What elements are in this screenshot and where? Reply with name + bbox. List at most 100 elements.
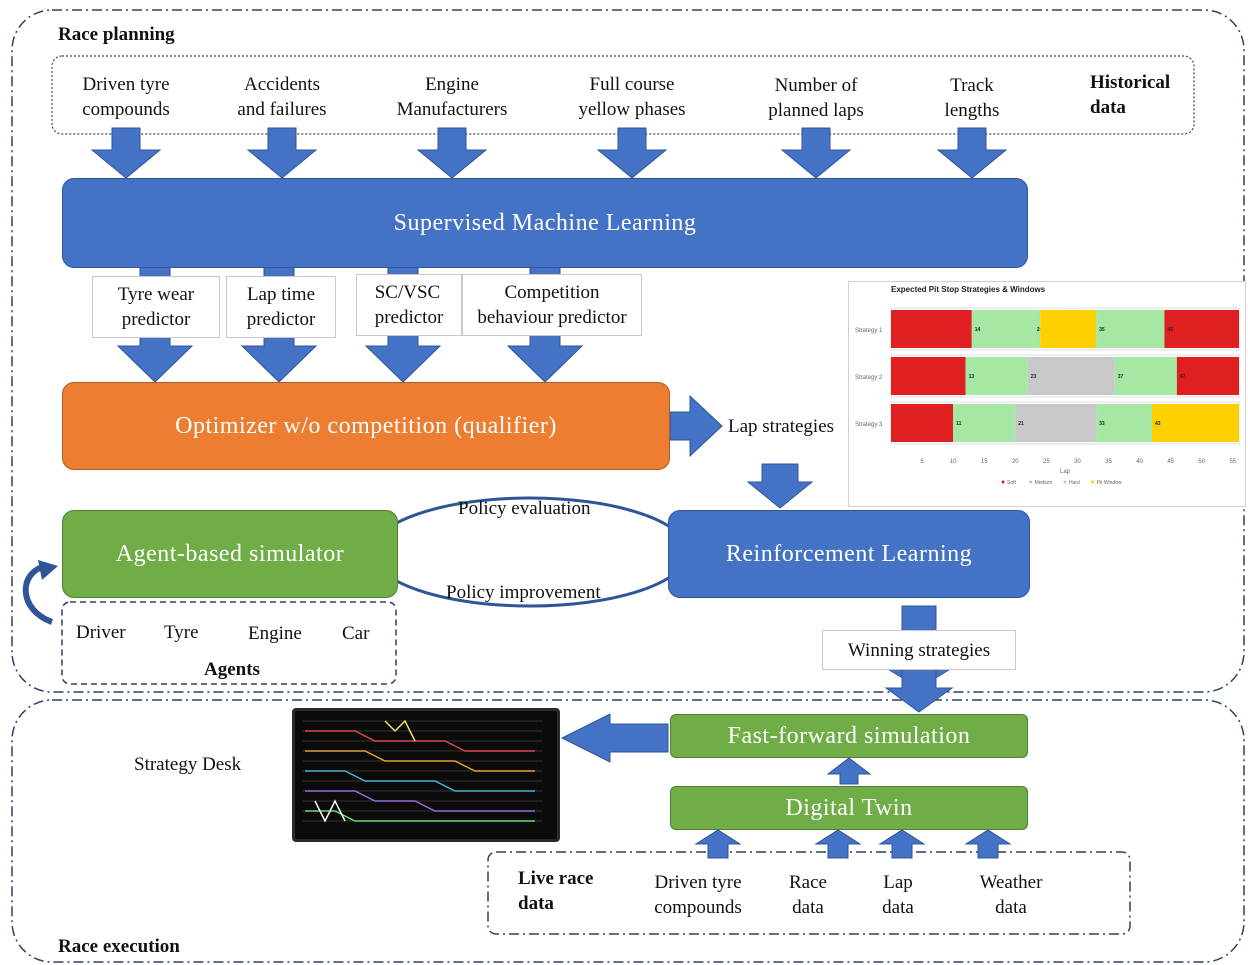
chart-title: Expected Pit Stop Strategies & Windows — [891, 285, 1046, 294]
fast-forward-simulation-box: Fast-forward simulation — [670, 714, 1028, 758]
live-data-frame — [487, 851, 1131, 935]
series-label: Strategy 2 — [855, 375, 883, 381]
x-tick-label: 55 — [1229, 459, 1236, 465]
strategy-segment — [953, 404, 1016, 442]
segment-label: 45 — [1167, 327, 1173, 333]
race-execution-frame — [11, 699, 1245, 963]
strategy-segment — [1152, 404, 1239, 442]
optimizer-arrow — [669, 394, 723, 458]
strategy-segment — [891, 357, 966, 395]
agent-self-loop — [22, 563, 54, 625]
segment-label: 13 — [969, 374, 975, 380]
series-label: Strategy 3 — [855, 422, 883, 428]
segment-label: 11 — [956, 421, 962, 427]
agent-engine: Engine — [248, 623, 302, 644]
agent-car: Car — [342, 623, 370, 644]
legend-swatch — [1001, 480, 1005, 484]
x-tick-label: 25 — [1043, 459, 1050, 465]
strategy-segment — [891, 404, 954, 442]
x-tick-label: 20 — [1012, 459, 1019, 465]
supervised-ml-box: Supervised Machine Learning — [62, 178, 1028, 268]
x-tick-label: 10 — [950, 459, 957, 465]
segment-label: 24 — [1037, 327, 1043, 333]
optimizer-box: Optimizer w/o competition (qualifier) — [62, 382, 670, 470]
lap-strategies-arrow — [746, 463, 814, 509]
legend-entry: Medium — [1035, 480, 1053, 486]
agent-driver: Driver — [76, 622, 126, 643]
x-tick-label: 35 — [1105, 459, 1112, 465]
agent-tyre: Tyre — [164, 622, 199, 643]
race-execution-label: Race execution — [58, 936, 180, 957]
strategy-segment — [1096, 404, 1152, 442]
strategy-desk-monitor — [292, 708, 560, 842]
segment-label: 43 — [1155, 421, 1161, 427]
strategy-segment — [1033, 310, 1041, 348]
segment-label: 37 — [1118, 374, 1124, 380]
legend-entry: Soft — [1007, 480, 1017, 486]
x-tick-label: 45 — [1167, 459, 1174, 465]
strategy-segment — [1176, 357, 1239, 395]
strategy-segment — [1164, 310, 1239, 348]
x-tick-label: 40 — [1136, 459, 1143, 465]
pit-stop-chart-svg: Expected Pit Stop Strategies & WindowsSt… — [855, 285, 1240, 486]
legend-entry: Hard — [1069, 480, 1080, 486]
legend-swatch — [1063, 480, 1067, 484]
policy-evaluation-label: Policy evaluation — [458, 498, 591, 519]
x-tick-label: 15 — [981, 459, 988, 465]
agents-frame — [61, 601, 397, 685]
x-tick-label: 50 — [1198, 459, 1205, 465]
agents-label: Agents — [204, 659, 260, 680]
ffs-to-desk-arrow — [560, 713, 669, 763]
strategy-segment — [1027, 357, 1115, 395]
x-axis-label: Lap — [1060, 469, 1071, 475]
strategy-segment — [1015, 404, 1097, 442]
historical-data-label: Historical data — [1090, 72, 1171, 118]
legend-entry: Pit Window — [1097, 480, 1122, 486]
strategy-segment — [1096, 310, 1165, 348]
segment-label: 14 — [975, 327, 981, 333]
agent-simulator-box: Agent-based simulator — [62, 510, 398, 598]
lap-strategies-label: Lap strategies — [728, 416, 835, 437]
dt-to-ffs-arrow — [826, 757, 872, 785]
segment-label: 33 — [1099, 421, 1105, 427]
policy-improvement-label: Policy improvement — [446, 582, 601, 603]
strategy-desk-label: Strategy Desk — [134, 754, 242, 775]
legend-swatch — [1029, 480, 1033, 484]
race-planning-label: Race planning — [58, 24, 175, 45]
segment-label: 23 — [1031, 374, 1037, 380]
segment-label: 35 — [1099, 327, 1105, 333]
segment-label: 21 — [1018, 421, 1024, 427]
winning-strategies-label: Winning strategies — [822, 630, 1016, 670]
series-label: Strategy 1 — [855, 328, 883, 334]
strategy-segment — [965, 357, 1028, 395]
x-tick-label: 5 — [920, 459, 924, 465]
historical-arrows — [90, 127, 1008, 179]
strategy-segment — [971, 310, 1034, 348]
digital-twin-box: Digital Twin — [670, 786, 1028, 830]
strategy-segment — [891, 310, 972, 348]
strategy-segment — [1040, 310, 1097, 348]
live-data-arrows — [694, 829, 1012, 859]
segment-label: 47 — [1180, 374, 1186, 380]
reinforcement-learning-box: Reinforcement Learning — [668, 510, 1030, 598]
legend-swatch — [1091, 480, 1095, 484]
strategy-segment — [1114, 357, 1177, 395]
x-tick-label: 30 — [1074, 459, 1081, 465]
monitor-screen-graphic — [303, 719, 543, 823]
